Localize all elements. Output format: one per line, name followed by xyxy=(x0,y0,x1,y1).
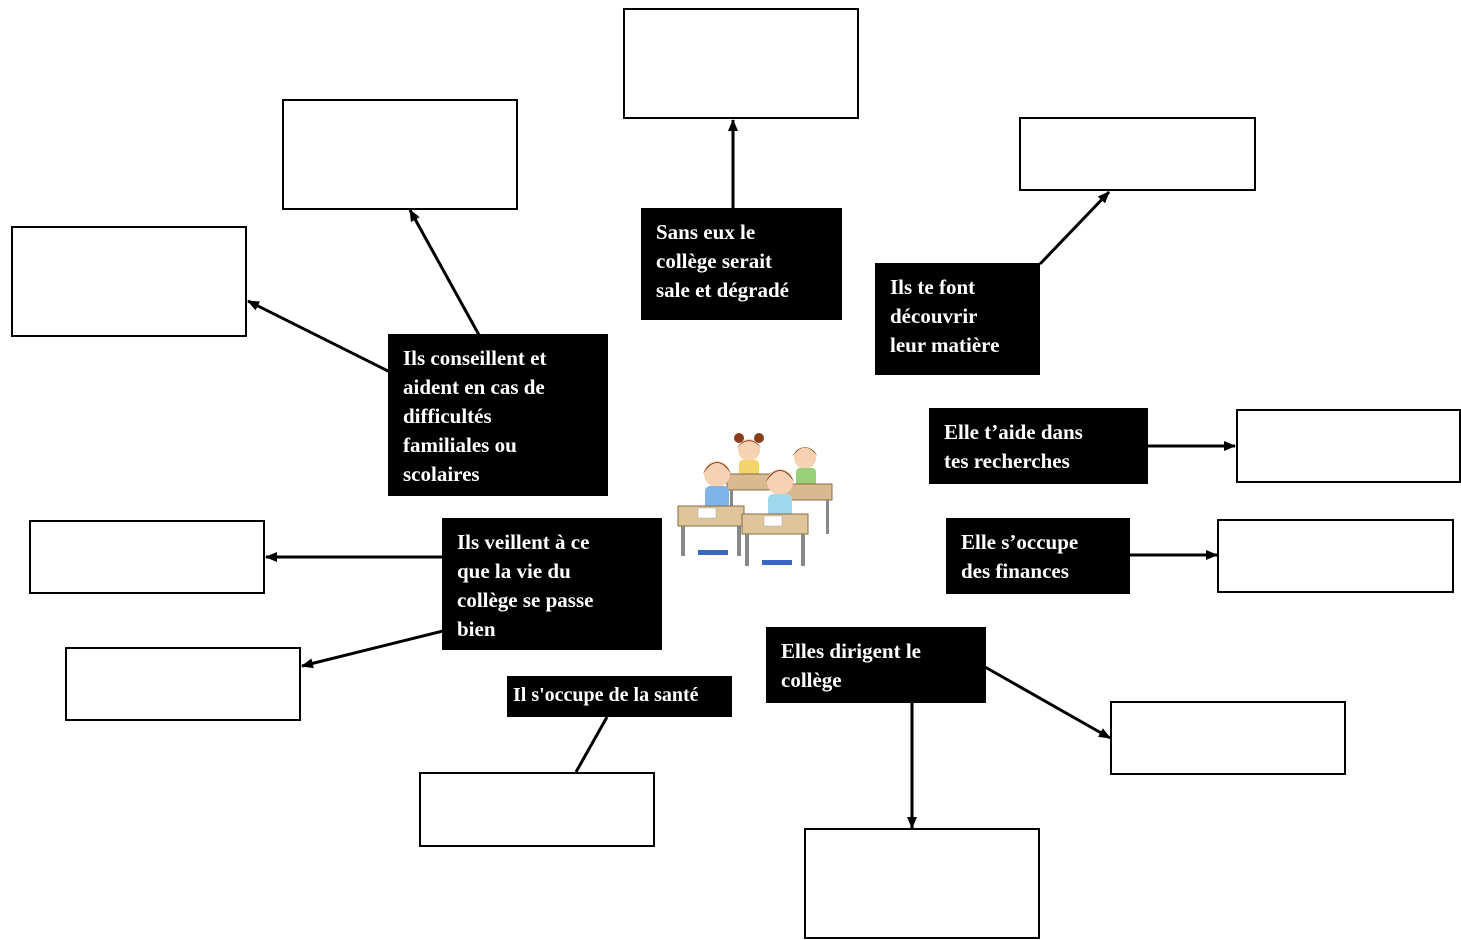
answer-box-sante[interactable] xyxy=(419,772,655,847)
answer-box-professeurs[interactable] xyxy=(1019,117,1256,191)
answer-box-direction-2[interactable] xyxy=(1110,701,1346,775)
clue-finances: Elle s’occupe des finances xyxy=(946,518,1130,594)
clue-conseil: Ils conseillent et aident en cas de diff… xyxy=(388,334,608,496)
clue-documentaliste: Elle t’aide dans tes recherches xyxy=(929,408,1148,484)
clue-professeurs: Ils te font découvrir leur matière xyxy=(875,263,1040,375)
arrow-professeurs xyxy=(1038,190,1111,266)
answer-box-conseil-2[interactable] xyxy=(11,226,247,337)
answer-box-proprete[interactable] xyxy=(623,8,859,119)
clue-sante: Il s'occupe de la santé xyxy=(507,676,732,717)
answer-box-vie-scolaire-2[interactable] xyxy=(65,647,301,721)
answer-box-vie-scolaire-1[interactable] xyxy=(29,520,265,594)
students-at-desks-icon xyxy=(677,433,833,566)
arrow-conseil-2 xyxy=(247,299,391,374)
arrow-direction-2 xyxy=(984,665,1111,740)
answer-box-conseil-1[interactable] xyxy=(282,99,518,210)
clue-proprete: Sans eux le collège serait sale et dégra… xyxy=(641,208,842,320)
arrow-vie-scolaire-2 xyxy=(301,629,444,669)
line-sante xyxy=(574,716,609,773)
clue-direction: Elles dirigent le collège xyxy=(766,627,986,703)
clue-vie-scolaire: Ils veillent à ce que la vie du collège … xyxy=(442,518,662,650)
answer-box-finances[interactable] xyxy=(1217,519,1454,593)
answer-box-documentaliste[interactable] xyxy=(1236,409,1461,483)
answer-box-direction-1[interactable] xyxy=(804,828,1040,939)
arrow-conseil-1 xyxy=(408,209,481,336)
